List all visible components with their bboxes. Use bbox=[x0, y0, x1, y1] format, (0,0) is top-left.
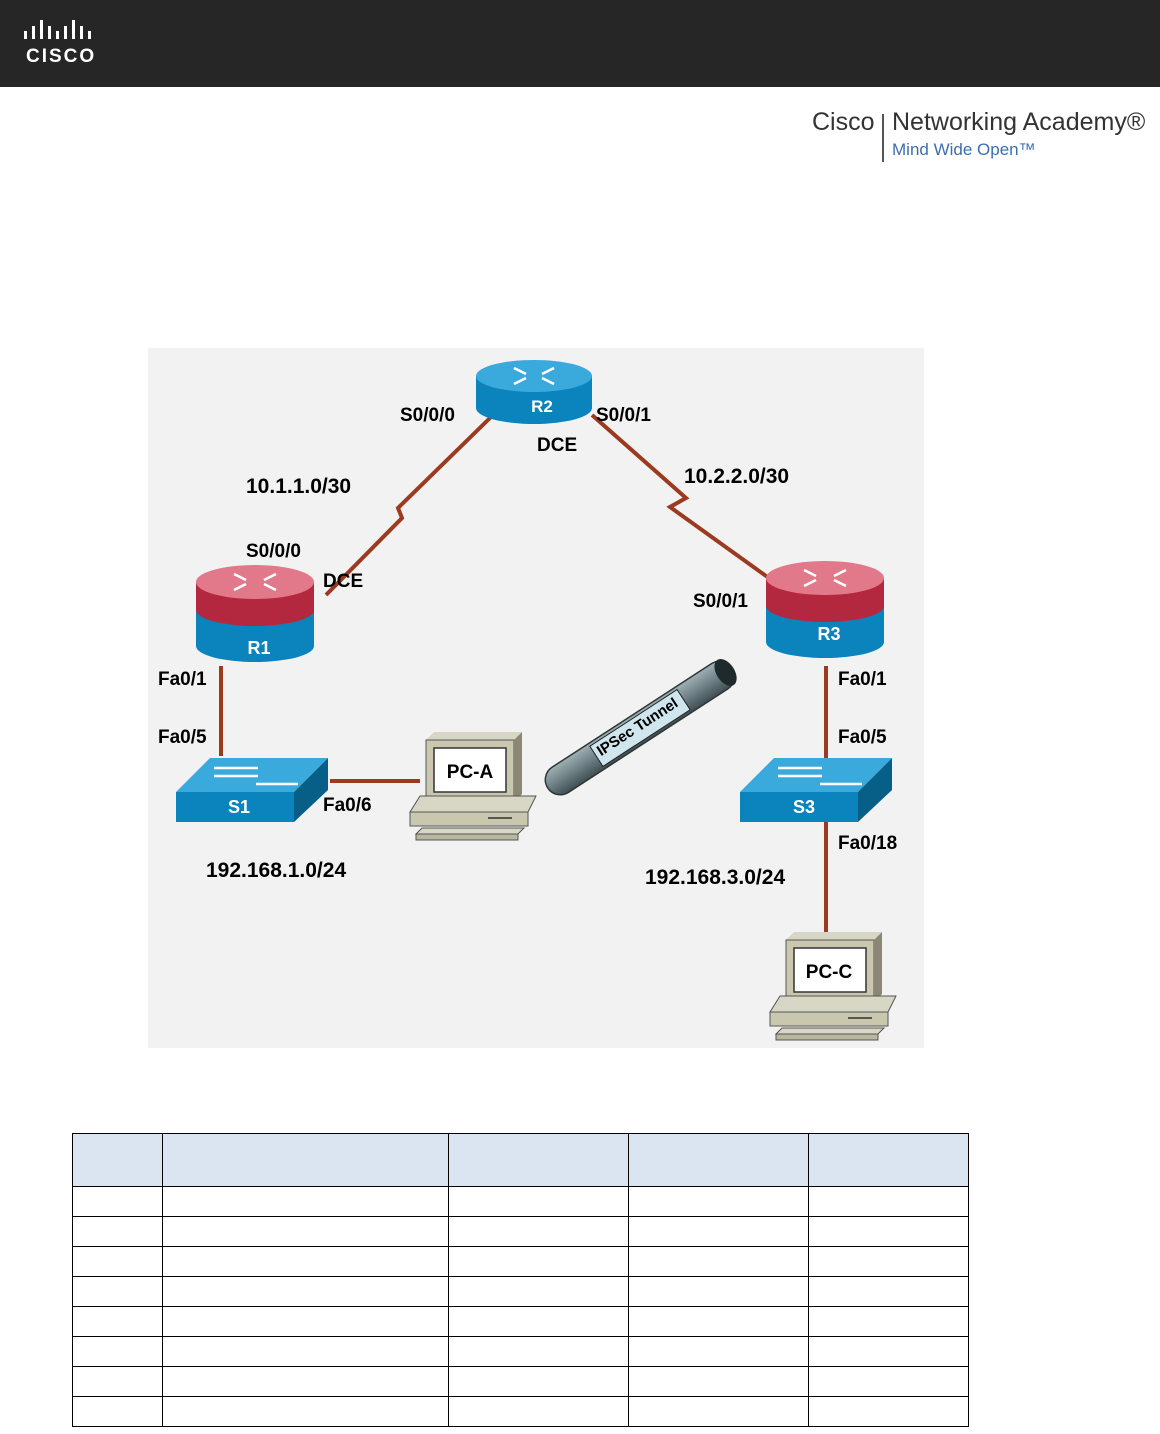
academy-tagline: Mind Wide Open™ bbox=[892, 140, 1036, 159]
table-header-cell bbox=[72, 1133, 163, 1187]
table-row bbox=[72, 1186, 969, 1217]
link-r2-r3 bbox=[590, 413, 782, 588]
device-label-r3: R3 bbox=[817, 624, 840, 644]
table-cell bbox=[162, 1186, 449, 1217]
table-cell bbox=[808, 1336, 969, 1367]
table-header-row bbox=[72, 1133, 969, 1187]
table-row bbox=[72, 1366, 969, 1397]
table-cell bbox=[808, 1186, 969, 1217]
cisco-bridge-logo-icon bbox=[24, 20, 91, 39]
table-cell bbox=[808, 1396, 969, 1427]
label-r2-dce: DCE bbox=[537, 435, 577, 456]
table-cell bbox=[72, 1246, 163, 1277]
label-r2-s000: S0/0/0 bbox=[400, 405, 455, 426]
label-r1-fa01: Fa0/1 bbox=[158, 669, 207, 690]
ipsec-tunnel-icon bbox=[544, 658, 737, 796]
table-cell bbox=[162, 1366, 449, 1397]
table-cell bbox=[448, 1306, 629, 1337]
table-cell bbox=[628, 1306, 809, 1337]
label-s3-fa05: Fa0/5 bbox=[838, 727, 887, 748]
label-s1-fa05: Fa0/5 bbox=[158, 727, 207, 748]
label-s3-fa018: Fa0/18 bbox=[838, 833, 897, 854]
table-cell bbox=[628, 1276, 809, 1307]
table-header-cell bbox=[162, 1133, 449, 1187]
table-cell bbox=[808, 1366, 969, 1397]
table-cell bbox=[448, 1186, 629, 1217]
table-row bbox=[72, 1396, 969, 1427]
table-cell bbox=[162, 1276, 449, 1307]
table-cell bbox=[808, 1276, 969, 1307]
label-net-r1-r2: 10.1.1.0/30 bbox=[246, 475, 351, 498]
network-topology-diagram: R2 R1 R3 bbox=[148, 348, 924, 1048]
pc-a-icon bbox=[409, 732, 537, 841]
table-cell bbox=[72, 1306, 163, 1337]
table-header-cell bbox=[448, 1133, 629, 1187]
table-header-cell bbox=[808, 1133, 969, 1187]
label-r3-s001: S0/0/1 bbox=[693, 591, 748, 612]
table-cell bbox=[808, 1216, 969, 1247]
device-label-pc-a: PC-A bbox=[447, 762, 494, 783]
router-r2-icon bbox=[476, 360, 592, 424]
device-label-s3: S3 bbox=[793, 797, 815, 817]
table-cell bbox=[72, 1216, 163, 1247]
table-cell bbox=[448, 1216, 629, 1247]
device-label-r1: R1 bbox=[247, 638, 270, 658]
label-net-lan1: 192.168.1.0/24 bbox=[206, 859, 346, 882]
academy-brand: Cisco bbox=[812, 108, 875, 136]
table-cell bbox=[448, 1276, 629, 1307]
logo-divider bbox=[882, 114, 884, 162]
table-cell bbox=[628, 1246, 809, 1277]
table-row bbox=[72, 1276, 969, 1307]
table-cell bbox=[72, 1396, 163, 1427]
table-cell bbox=[628, 1186, 809, 1217]
label-net-lan3: 192.168.3.0/24 bbox=[645, 866, 785, 889]
table-cell bbox=[162, 1306, 449, 1337]
table-cell bbox=[808, 1246, 969, 1277]
device-label-pc-c: PC-C bbox=[806, 962, 853, 983]
label-net-r2-r3: 10.2.2.0/30 bbox=[684, 465, 789, 488]
table-header-cell bbox=[628, 1133, 809, 1187]
table-cell bbox=[72, 1186, 163, 1217]
table-row bbox=[72, 1246, 969, 1277]
table-cell bbox=[808, 1306, 969, 1337]
table-cell bbox=[162, 1216, 449, 1247]
switch-s3-icon bbox=[740, 758, 892, 822]
table-cell bbox=[628, 1396, 809, 1427]
label-r1-s000: S0/0/0 bbox=[246, 541, 301, 562]
label-r3-fa01: Fa0/1 bbox=[838, 669, 887, 690]
table-cell bbox=[72, 1336, 163, 1367]
table-row bbox=[72, 1216, 969, 1247]
table-cell bbox=[628, 1336, 809, 1367]
table-cell bbox=[628, 1216, 809, 1247]
label-r2-s001: S0/0/1 bbox=[596, 405, 651, 426]
label-s1-fa06: Fa0/6 bbox=[323, 795, 372, 816]
table-cell bbox=[448, 1246, 629, 1277]
router-r3-icon bbox=[766, 561, 884, 658]
label-r1-dce: DCE bbox=[323, 571, 363, 592]
table-cell bbox=[448, 1396, 629, 1427]
table-row bbox=[72, 1306, 969, 1337]
device-label-r2: R2 bbox=[531, 397, 553, 416]
table-cell bbox=[448, 1366, 629, 1397]
link-r1-r2 bbox=[324, 414, 494, 597]
cisco-wordmark: CISCO bbox=[26, 46, 97, 67]
switch-s1-icon bbox=[176, 758, 328, 822]
academy-title: Networking Academy® bbox=[892, 108, 1146, 136]
table-cell bbox=[162, 1336, 449, 1367]
top-banner: CISCO bbox=[0, 0, 1160, 87]
table-row bbox=[72, 1336, 969, 1367]
table-cell bbox=[162, 1246, 449, 1277]
table-cell bbox=[628, 1366, 809, 1397]
table-cell bbox=[162, 1396, 449, 1427]
device-label-s1: S1 bbox=[228, 797, 250, 817]
table-cell bbox=[72, 1276, 163, 1307]
table-cell bbox=[448, 1336, 629, 1367]
table-cell bbox=[72, 1366, 163, 1397]
addressing-table bbox=[72, 1133, 969, 1427]
pc-c-icon bbox=[769, 932, 897, 1041]
router-r1-icon bbox=[196, 565, 314, 662]
